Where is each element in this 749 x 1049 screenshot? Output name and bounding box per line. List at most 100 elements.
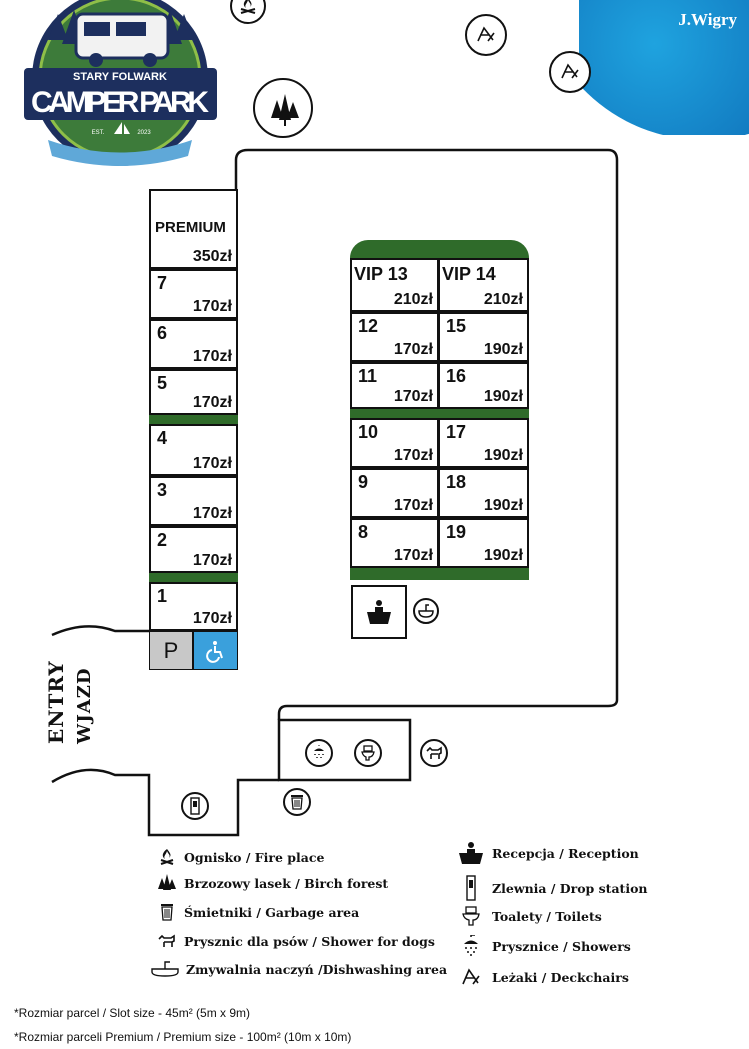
slot-1[interactable]: 1 170zł	[149, 582, 238, 631]
slot-18[interactable]: 18 190zł	[438, 468, 529, 518]
birch-forest-icon	[253, 78, 313, 138]
slot-12[interactable]: 12 170zł	[350, 312, 439, 362]
slot-price: 170zł	[192, 505, 232, 522]
slot-price: 170zł	[393, 341, 433, 358]
trash-icon	[156, 901, 178, 923]
slot-price: 190zł	[483, 497, 523, 514]
slot-vip-14[interactable]: VIP 14 210zł	[438, 258, 529, 312]
camper-park-logo: STARY FOLWARK CAMPER PARK EST. 2023	[18, 0, 223, 172]
slot-premium[interactable]: PREMIUM 350zł	[149, 189, 238, 269]
slot-3[interactable]: 3 170zł	[149, 476, 238, 526]
slot-number: VIP 14	[442, 264, 496, 284]
slot-8[interactable]: 8 170zł	[350, 518, 439, 568]
slot-number: 3	[157, 480, 168, 500]
premium-label: PREMIUM	[155, 219, 226, 236]
slot-number: 8	[358, 522, 369, 542]
slot-price: 190zł	[483, 547, 523, 564]
legend-text: Recepcja / Reception	[492, 845, 639, 861]
slot-number: 17	[446, 422, 467, 442]
entry-text: ENTRY	[44, 660, 68, 744]
slot-2[interactable]: 2 170zł	[149, 526, 238, 573]
wjazd-label: WJAZD	[74, 668, 95, 744]
slot-price: 170zł	[192, 348, 232, 365]
wheelchair-icon	[205, 640, 223, 663]
deckchair-icon	[465, 14, 507, 56]
fire-icon	[156, 846, 178, 868]
slot-5[interactable]: 5 170zł	[149, 369, 238, 415]
slot-number: 4	[157, 428, 168, 448]
legend-text: Prysznic dla psów / Shower for dogs	[184, 933, 435, 949]
slot-price: 170zł	[192, 552, 232, 569]
slot-number: 6	[157, 323, 168, 343]
toilet-icon	[456, 905, 486, 927]
slot-17[interactable]: 17 190zł	[438, 418, 529, 468]
toilet-icon	[354, 739, 382, 767]
slot-number: 2	[157, 530, 168, 550]
slot-price: 170zł	[192, 455, 232, 472]
slot-number: 7	[157, 273, 168, 293]
corner-brand: J.Wigry	[678, 10, 737, 29]
drop-station-icon	[181, 792, 209, 820]
legend-text: Leżaki / Deckchairs	[492, 969, 629, 985]
reception-icon	[456, 842, 486, 864]
parking-spot: P	[149, 631, 193, 670]
legend-text: Zlewnia / Drop station	[492, 880, 648, 896]
slot-number: 16	[446, 366, 467, 386]
footnote-slot-size: *Rozmiar parcel / Slot size - 45m² (5m x…	[14, 1006, 251, 1020]
premium-price: 350zł	[192, 248, 232, 265]
slot-19[interactable]: 19 190zł	[438, 518, 529, 568]
legend-fire: Ognisko / Fire place	[156, 846, 324, 868]
slot-price: 210zł	[393, 291, 433, 308]
forest-strip	[149, 573, 238, 582]
reception-icon	[367, 600, 391, 624]
slot-price: 170zł	[393, 547, 433, 564]
slot-7[interactable]: 7 170zł	[149, 269, 238, 319]
slot-11[interactable]: 11 170zł	[350, 362, 439, 409]
entry-label: ENTRY	[44, 660, 68, 744]
shower-icon	[456, 935, 486, 957]
legend-drop-station: Zlewnia / Drop station	[456, 874, 648, 902]
legend-forest: Brzozowy lasek / Birch forest	[156, 872, 388, 894]
legend-toilets: Toalety / Toilets	[456, 905, 602, 927]
logo-year-text: 2023	[137, 130, 151, 136]
slot-number: 15	[446, 316, 467, 336]
trash-icon	[283, 788, 311, 816]
slot-price: 170zł	[192, 610, 232, 627]
slot-15[interactable]: 15 190zł	[438, 312, 529, 362]
slot-vip-13[interactable]: VIP 13 210zł	[350, 258, 439, 312]
legend-text: Brzozowy lasek / Birch forest	[184, 875, 389, 891]
logo-top-text: STARY FOLWARK	[73, 71, 167, 83]
legend-dog-shower: Prysznic dla psów / Shower for dogs	[156, 930, 435, 952]
slot-9[interactable]: 9 170zł	[350, 468, 439, 518]
logo-main-text: CAMPER PARK	[31, 86, 209, 119]
legend-text: Prysznice / Showers	[492, 938, 631, 954]
slot-price: 170zł	[192, 298, 232, 315]
slot-6[interactable]: 6 170zł	[149, 319, 238, 369]
legend-reception: Recepcja / Reception	[456, 842, 639, 864]
reception-building	[351, 585, 407, 639]
slot-number: 19	[446, 522, 467, 542]
slot-price: 190zł	[483, 341, 523, 358]
slot-number: 18	[446, 472, 467, 492]
slot-price: 210zł	[483, 291, 523, 308]
slot-price: 170zł	[393, 388, 433, 405]
deckchair-icon	[549, 51, 591, 93]
slot-10[interactable]: 10 170zł	[350, 418, 439, 468]
drop-station-icon	[456, 874, 486, 902]
wjazd-text: WJAZD	[74, 667, 95, 744]
slot-number: 12	[358, 316, 379, 336]
slot-4[interactable]: 4 170zł	[149, 424, 238, 476]
sink-icon	[150, 958, 180, 980]
dog-shower-icon	[420, 739, 448, 767]
deckchair-icon	[456, 966, 486, 988]
disabled-parking-spot	[193, 631, 238, 670]
slot-number: 5	[157, 373, 168, 393]
footnote-premium-size: *Rozmiar parceli Premium / Premium size …	[14, 1030, 352, 1044]
slot-price: 170zł	[192, 394, 232, 411]
slot-16[interactable]: 16 190zł	[438, 362, 529, 409]
legend-deckchairs: Leżaki / Deckchairs	[456, 966, 629, 988]
logo-est-text: EST.	[92, 130, 105, 136]
legend-text: Zmywalnia naczyń /Dishwashing area	[186, 961, 448, 977]
corner-banner: J.Wigry	[579, 0, 749, 135]
dishwashing-icon	[413, 598, 439, 624]
